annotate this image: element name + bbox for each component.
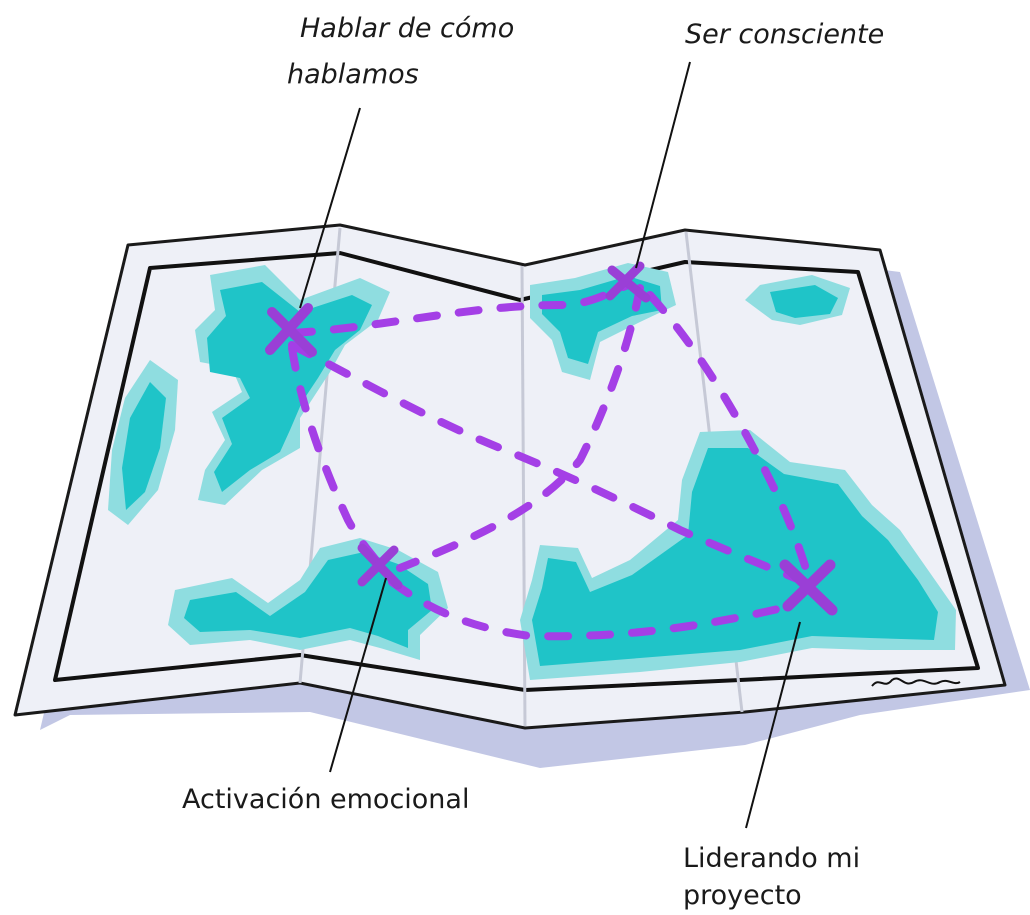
map-inner-border <box>53 251 980 692</box>
label-hablar-line1: Hablar de cómo <box>300 13 515 44</box>
x-marker-hablar <box>265 303 317 357</box>
label-hablar-line2: hablamos <box>287 59 419 90</box>
callout-line-hablar <box>299 107 361 309</box>
label-liderando-line1: Liderando mi <box>683 843 861 874</box>
x-markers <box>265 261 838 616</box>
callout-line-liderando <box>745 621 801 829</box>
label-activacion-emocional: Activación emocional <box>182 784 470 815</box>
label-liderando-line2: proyecto <box>683 880 802 911</box>
artist-signature <box>871 677 961 687</box>
x-marker-liderando <box>779 559 838 616</box>
callout-line-activacion <box>329 577 387 773</box>
map-paper <box>13 223 1007 730</box>
x-marker-ser <box>605 261 651 303</box>
x-marker-activacion <box>357 543 403 590</box>
label-ser-consciente: Ser consciente <box>685 19 885 50</box>
callout-line-ser <box>635 61 691 269</box>
callout-lines <box>299 61 801 829</box>
